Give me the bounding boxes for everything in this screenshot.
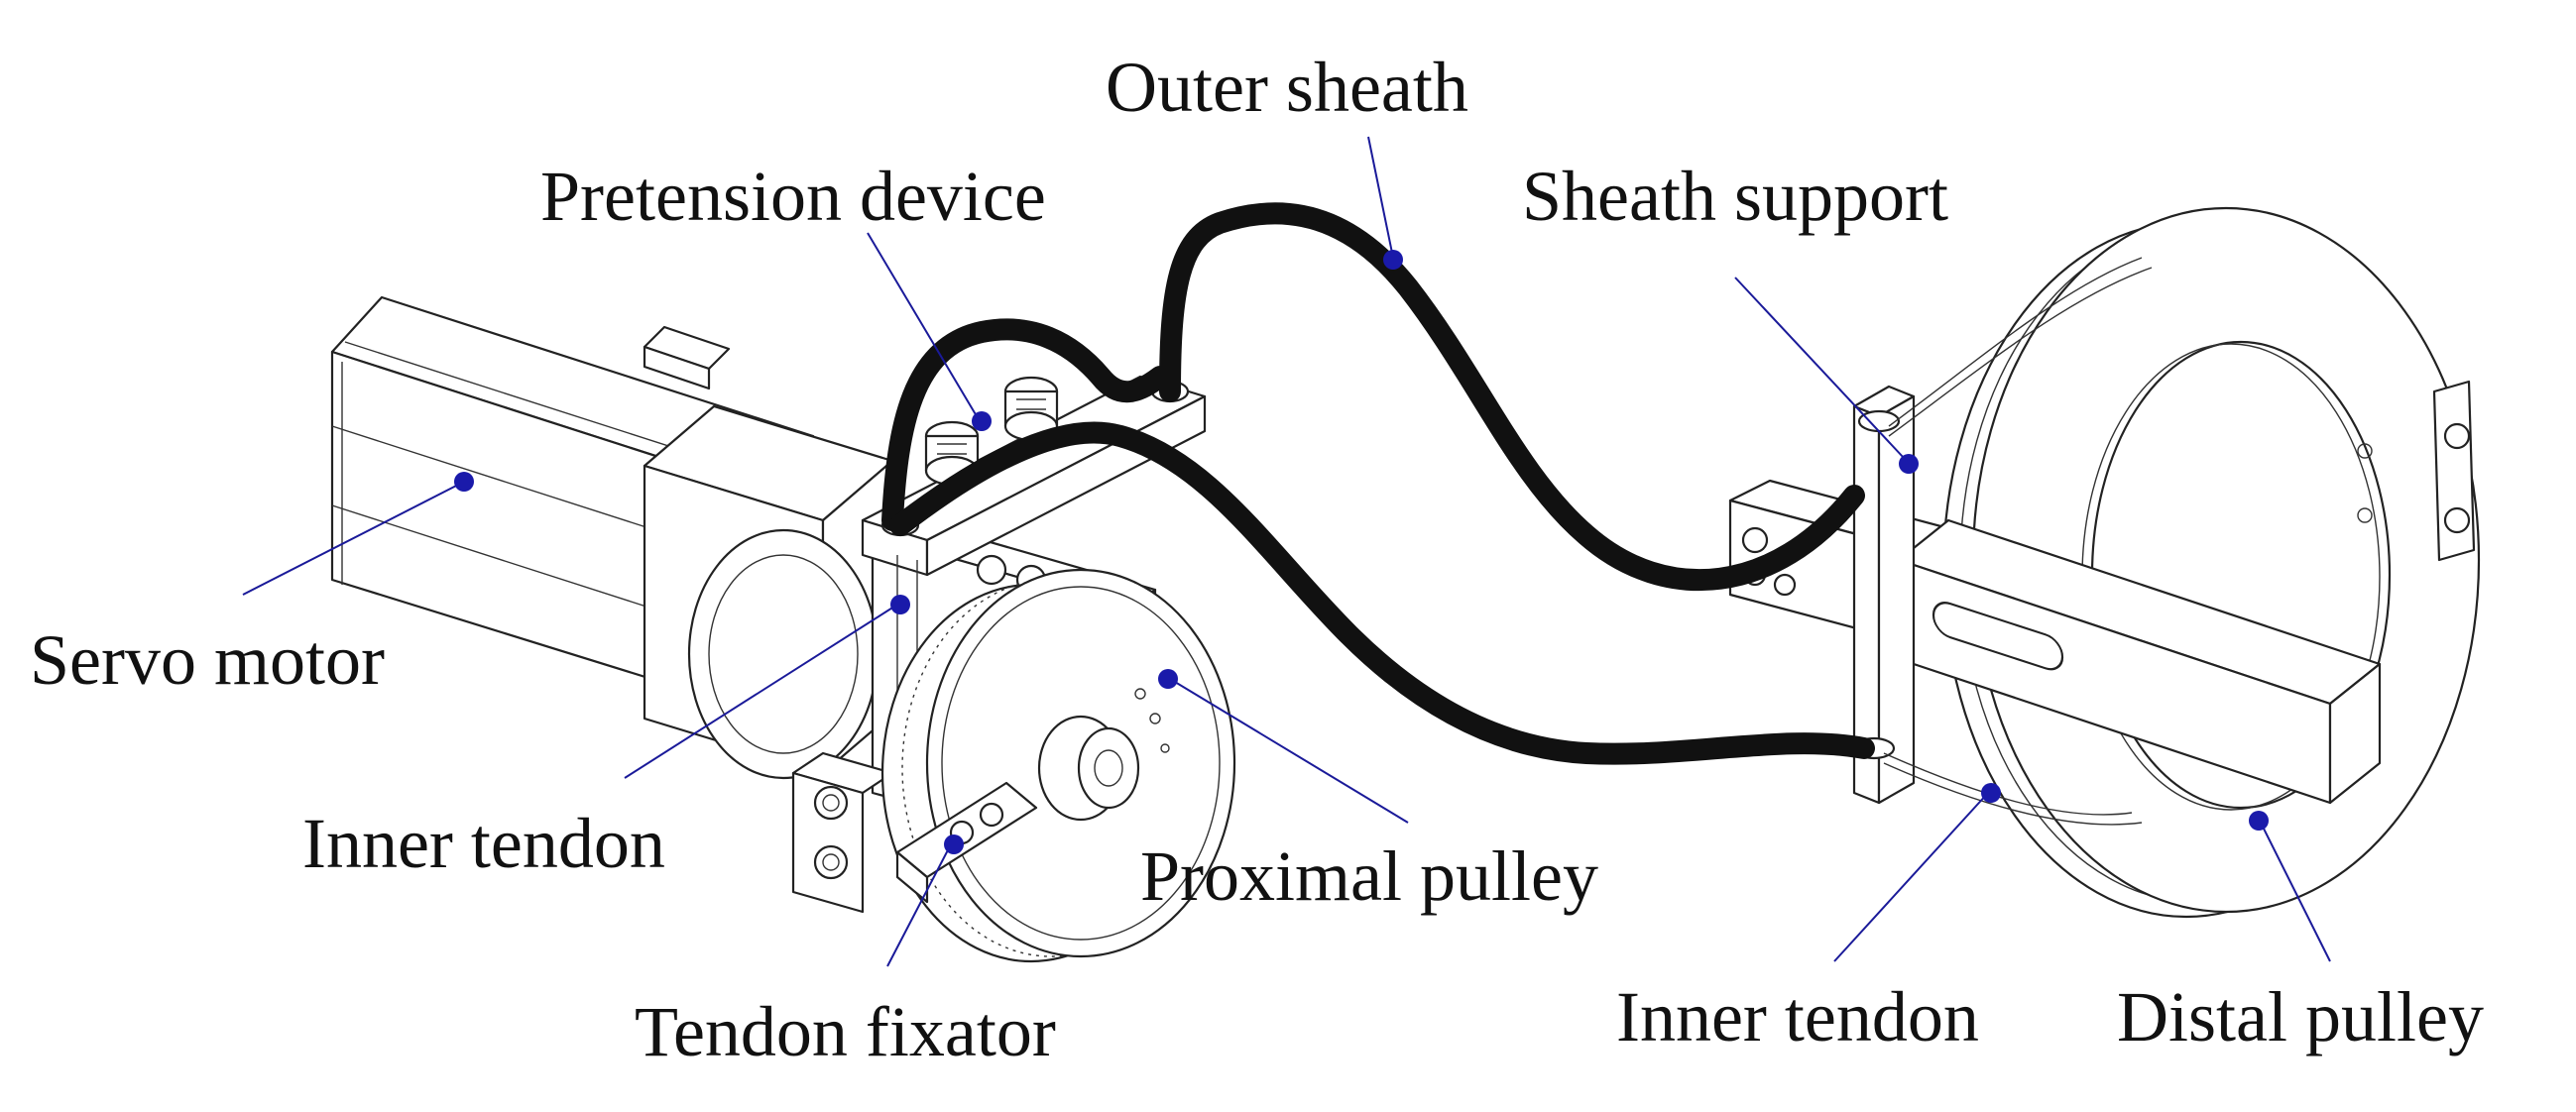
leader-servo-motor [242, 480, 467, 596]
marker-proximal-pulley [1158, 669, 1178, 689]
proximal-pulley [880, 568, 1236, 963]
marker-inner-tendon-right [1981, 783, 2001, 803]
distal-tendon-strands [1883, 257, 2153, 826]
marker-servo-motor [454, 472, 474, 492]
leader-pretension-device [867, 232, 978, 417]
sheath-support [1728, 385, 2382, 805]
leader-inner-tendon-right [1833, 792, 1989, 962]
motor-flange [643, 404, 894, 780]
leader-distal-pulley [2260, 822, 2331, 962]
marker-dots [454, 250, 2269, 854]
leader-lines [242, 136, 2331, 967]
leader-tendon-fixator [886, 841, 953, 967]
marker-pretension-device [972, 411, 992, 431]
outer-sheath-upper [881, 202, 1865, 592]
label-servo-motor: Servo motor [30, 620, 385, 700]
label-inner-tendon-left: Inner tendon [302, 804, 665, 883]
label-sheath-support: Sheath support [1522, 157, 1948, 236]
label-outer-sheath: Outer sheath [1106, 48, 1468, 127]
marker-outer-sheath [1383, 250, 1403, 270]
label-proximal-pulley: Proximal pulley [1140, 836, 1598, 916]
marker-inner-tendon-left [890, 595, 910, 614]
label-pretension-device: Pretension device [540, 157, 1046, 236]
leader-inner-tendon-left [624, 604, 898, 779]
leader-sheath-support [1734, 277, 1905, 459]
marker-sheath-support [1899, 454, 1919, 474]
label-inner-tendon-right: Inner tendon [1616, 977, 1979, 1056]
marker-distal-pulley [2249, 811, 2269, 831]
tendon-fixator [895, 781, 1038, 904]
leader-proximal-pulley [1169, 678, 1409, 824]
marker-tendon-fixator [944, 834, 964, 854]
leader-outer-sheath [1367, 136, 1394, 259]
outer-sheath-lower [889, 421, 1875, 765]
label-tendon-fixator: Tendon fixator [635, 992, 1056, 1071]
label-distal-pulley: Distal pulley [2117, 977, 2484, 1056]
